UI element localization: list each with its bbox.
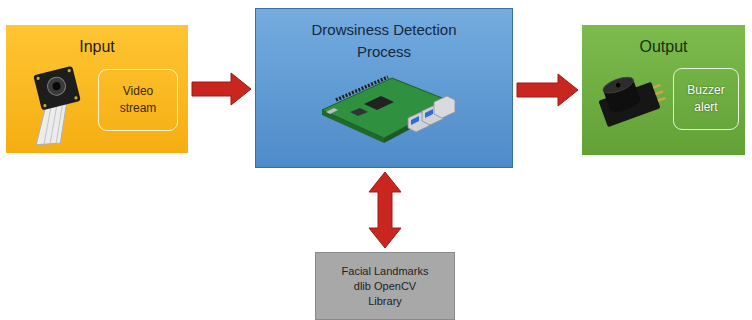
raspberry-pi-board bbox=[322, 77, 455, 143]
mount-hole bbox=[43, 104, 47, 108]
camera-lens bbox=[46, 75, 68, 97]
node-label: Video stream bbox=[105, 83, 171, 117]
buzzer-pin bbox=[653, 84, 661, 89]
memory-chip bbox=[350, 108, 368, 116]
gpio-header bbox=[336, 77, 388, 100]
ribbon-stripe bbox=[36, 108, 59, 144]
camera-lens-center bbox=[52, 81, 62, 91]
buzzer-base bbox=[608, 93, 642, 115]
node-heading: Drowsiness Detection Process bbox=[292, 19, 477, 63]
camera-module bbox=[20, 66, 90, 149]
buzzer-board bbox=[598, 82, 660, 127]
buzzer-top bbox=[601, 74, 635, 96]
node-label: Buzzer alert bbox=[680, 82, 732, 116]
board-top bbox=[322, 78, 452, 138]
block-arrow bbox=[192, 73, 251, 105]
processor-chip bbox=[364, 96, 394, 110]
camera-board bbox=[33, 66, 81, 111]
block-arrow bbox=[369, 172, 401, 248]
buzzer-hole bbox=[615, 82, 621, 88]
stream-box: Video stream bbox=[98, 69, 178, 131]
buzzer-module bbox=[594, 66, 669, 127]
ribbon-stripe bbox=[48, 105, 71, 143]
node-label: Facial Landmarks dlib OpenCV Library bbox=[337, 264, 433, 309]
node-heading: Input bbox=[22, 37, 172, 57]
output-panel: OutputBuzzer alert bbox=[582, 25, 745, 155]
buzzer-pin bbox=[655, 90, 663, 95]
node-heading: Output bbox=[594, 37, 734, 57]
process-box: Drowsiness Detection Process bbox=[255, 8, 513, 168]
ethernet-port bbox=[434, 96, 455, 118]
mount-hole bbox=[36, 76, 40, 80]
block-arrow bbox=[517, 74, 578, 106]
input-panel: InputVideo stream bbox=[6, 25, 188, 153]
board-edge bbox=[384, 102, 452, 143]
power-port bbox=[326, 108, 338, 114]
alert-box: Buzzer alert bbox=[673, 68, 739, 130]
mount-hole bbox=[67, 69, 71, 73]
buzzer-body bbox=[603, 80, 640, 110]
usb-port bbox=[422, 105, 443, 125]
mount-hole bbox=[74, 96, 78, 100]
ribbon-cable bbox=[28, 102, 76, 149]
library-box: Facial Landmarks dlib OpenCV Library bbox=[315, 252, 455, 320]
usb-port bbox=[408, 112, 429, 132]
ribbon-stripe bbox=[42, 107, 65, 144]
usb3-insert bbox=[425, 109, 433, 118]
buzzer-pin bbox=[658, 97, 666, 102]
usb3-insert bbox=[411, 116, 419, 125]
board-edge bbox=[322, 110, 384, 143]
